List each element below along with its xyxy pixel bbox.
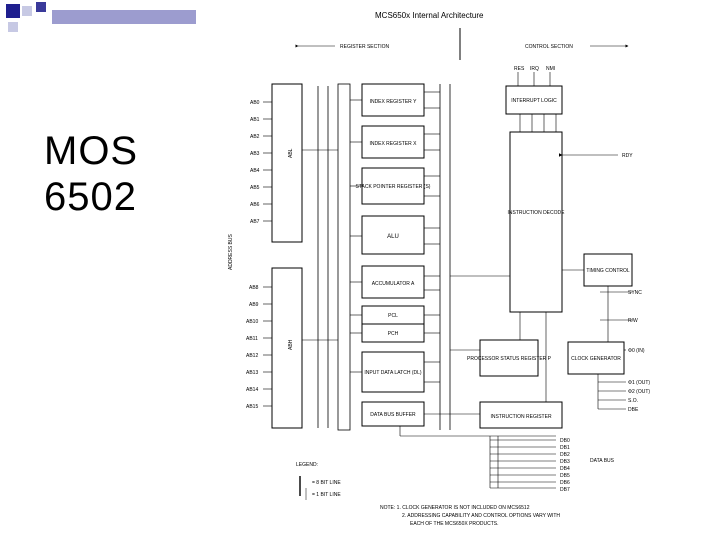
abh-label: ABH bbox=[288, 339, 294, 350]
slide-title-line2: 6502 bbox=[44, 175, 137, 219]
index-x-register: INDEX REGISTER X bbox=[361, 125, 425, 159]
svg-text:S.O.: S.O. bbox=[628, 398, 638, 404]
accumulator-register: ACCUMULATOR A bbox=[361, 265, 425, 299]
interrupt-inputs: RES IRQ NMI bbox=[514, 66, 555, 72]
svg-text:LEGEND:: LEGEND: bbox=[296, 462, 318, 468]
accent-square-dark bbox=[36, 2, 46, 12]
svg-text:STACK POINTER REGISTER (S): STACK POINTER REGISTER (S) bbox=[356, 184, 431, 190]
svg-text:AB8: AB8 bbox=[249, 285, 259, 291]
svg-text:DB4: DB4 bbox=[560, 466, 570, 472]
svg-text:PCL: PCL bbox=[388, 313, 398, 319]
control-section-label: CONTROL SECTION bbox=[525, 44, 573, 50]
data-bus-buffer: DATA BUS BUFFER bbox=[361, 401, 425, 427]
slide-title: MOS 6502 bbox=[44, 128, 138, 220]
svg-text:AB0: AB0 bbox=[250, 100, 260, 106]
svg-text:SYNC: SYNC bbox=[628, 290, 642, 296]
svg-text:Φ1 (OUT): Φ1 (OUT) bbox=[628, 380, 650, 386]
svg-text:INPUT DATA LATCH (DL): INPUT DATA LATCH (DL) bbox=[364, 370, 421, 376]
svg-text:ACCUMULATOR A: ACCUMULATOR A bbox=[372, 281, 415, 287]
svg-text:AB3: AB3 bbox=[250, 151, 260, 157]
accent-square-light bbox=[22, 6, 32, 16]
svg-text:DBE: DBE bbox=[628, 407, 639, 413]
abl-register bbox=[271, 83, 303, 243]
svg-text:DATA BUS BUFFER: DATA BUS BUFFER bbox=[370, 412, 416, 418]
timing-control: TIMING CONTROL bbox=[583, 253, 633, 287]
diagram-title: MCS650x Internal Architecture bbox=[375, 11, 484, 20]
legend: LEGEND: = 8 BIT LINE = 1 BIT LINE bbox=[296, 462, 341, 500]
pcl-register: PCL bbox=[361, 305, 425, 325]
processor-status-register: PROCESSOR STATUS REGISTER P bbox=[467, 339, 552, 377]
svg-text:PCH: PCH bbox=[388, 331, 399, 337]
diagram-notes: NOTE: 1. CLOCK GENERATOR IS NOT INCLUDED… bbox=[380, 505, 560, 527]
instruction-decode: INSTRUCTION DECODE bbox=[508, 131, 566, 313]
stack-pointer-register: STACK POINTER REGISTER (S) bbox=[356, 167, 431, 205]
svg-text:AB9: AB9 bbox=[249, 302, 259, 308]
data-bus-label: DATA BUS bbox=[590, 458, 615, 464]
input-data-latch: INPUT DATA LATCH (DL) bbox=[361, 351, 425, 393]
svg-text:TIMING CONTROL: TIMING CONTROL bbox=[586, 268, 630, 274]
svg-text:AB5: AB5 bbox=[250, 185, 260, 191]
address-pins-high: AB8 AB9 AB10 AB11 AB12 AB13 AB14 AB15 bbox=[246, 285, 259, 410]
svg-text:AB14: AB14 bbox=[246, 387, 258, 393]
svg-text:AB7: AB7 bbox=[250, 219, 260, 225]
interrupt-logic: INTERRUPT LOGIC bbox=[505, 85, 563, 115]
svg-text:IRQ: IRQ bbox=[530, 66, 539, 72]
abl-label: ABL bbox=[288, 148, 294, 158]
svg-text:= 8 BIT LINE: = 8 BIT LINE bbox=[312, 480, 341, 486]
svg-text:AB2: AB2 bbox=[250, 134, 260, 140]
svg-text:DB5: DB5 bbox=[560, 473, 570, 479]
abh-register bbox=[271, 267, 303, 429]
svg-text:AB12: AB12 bbox=[246, 353, 258, 359]
alu-block: ALU bbox=[361, 215, 425, 255]
svg-text:R/W: R/W bbox=[628, 318, 638, 324]
svg-text:DB2: DB2 bbox=[560, 452, 570, 458]
svg-text:INSTRUCTION REGISTER: INSTRUCTION REGISTER bbox=[490, 414, 552, 420]
svg-text:DB3: DB3 bbox=[560, 459, 570, 465]
svg-text:AB6: AB6 bbox=[250, 202, 260, 208]
clock-generator: CLOCK GENERATOR bbox=[567, 341, 625, 375]
address-pins-low: AB0 AB1 AB2 AB3 AB4 AB5 AB6 AB7 bbox=[250, 100, 260, 225]
svg-text:INDEX REGISTER Y: INDEX REGISTER Y bbox=[370, 99, 418, 105]
svg-text:NMI: NMI bbox=[546, 66, 555, 72]
svg-text:AB4: AB4 bbox=[250, 168, 260, 174]
register-section-label: REGISTER SECTION bbox=[340, 44, 390, 50]
svg-text:DB0: DB0 bbox=[560, 438, 570, 444]
svg-text:DB7: DB7 bbox=[560, 487, 570, 493]
svg-text:DB1: DB1 bbox=[560, 445, 570, 451]
svg-text:INTERRUPT LOGIC: INTERRUPT LOGIC bbox=[511, 98, 557, 104]
slide-accent-squares bbox=[6, 2, 196, 32]
svg-text:ALU: ALU bbox=[387, 234, 399, 240]
accent-bar bbox=[52, 10, 196, 24]
svg-text:INDEX REGISTER X: INDEX REGISTER X bbox=[370, 141, 418, 147]
data-pins: DB0 DB1 DB2 DB3 DB4 DB5 DB6 DB7 bbox=[560, 438, 570, 493]
accent-square-dark bbox=[6, 4, 20, 18]
index-y-register: INDEX REGISTER Y bbox=[361, 83, 425, 117]
svg-text:AB15: AB15 bbox=[246, 404, 258, 410]
slide-title-line1: MOS bbox=[44, 129, 139, 173]
address-bus-label: ADDRESS BUS bbox=[228, 233, 234, 270]
svg-text:DB6: DB6 bbox=[560, 480, 570, 486]
svg-text:PROCESSOR STATUS REGISTER P: PROCESSOR STATUS REGISTER P bbox=[467, 356, 552, 362]
svg-text:Φ2 (OUT): Φ2 (OUT) bbox=[628, 389, 650, 395]
svg-text:= 1 BIT LINE: = 1 BIT LINE bbox=[312, 492, 341, 498]
accent-square-light bbox=[8, 22, 18, 32]
svg-text:AB13: AB13 bbox=[246, 370, 258, 376]
svg-text:CLOCK GENERATOR: CLOCK GENERATOR bbox=[571, 356, 621, 362]
svg-text:AB1: AB1 bbox=[250, 117, 260, 123]
svg-text:Φ0 (IN): Φ0 (IN) bbox=[628, 348, 645, 354]
instruction-register: INSTRUCTION REGISTER bbox=[479, 401, 563, 429]
pch-register: PCH bbox=[361, 323, 425, 343]
svg-text:2. ADDRESSING CAPABILITY AND C: 2. ADDRESSING CAPABILITY AND CONTROL OPT… bbox=[402, 513, 560, 519]
svg-text:AB11: AB11 bbox=[246, 336, 258, 342]
svg-text:RES: RES bbox=[514, 66, 525, 72]
svg-text:INSTRUCTION DECODE: INSTRUCTION DECODE bbox=[508, 210, 566, 216]
svg-text:EACH OF THE MCS650X PRODUCTS.: EACH OF THE MCS650X PRODUCTS. bbox=[410, 521, 499, 527]
svg-text:NOTE: 1. CLOCK GENERATOR IS NO: NOTE: 1. CLOCK GENERATOR IS NOT INCLUDED… bbox=[380, 505, 530, 511]
rdy-label: RDY bbox=[622, 153, 633, 159]
svg-text:AB10: AB10 bbox=[246, 319, 258, 325]
clock-pins: SYNC R/W Φ0 (IN) Φ1 (OUT) Φ2 (OUT) S.O. … bbox=[628, 290, 650, 413]
